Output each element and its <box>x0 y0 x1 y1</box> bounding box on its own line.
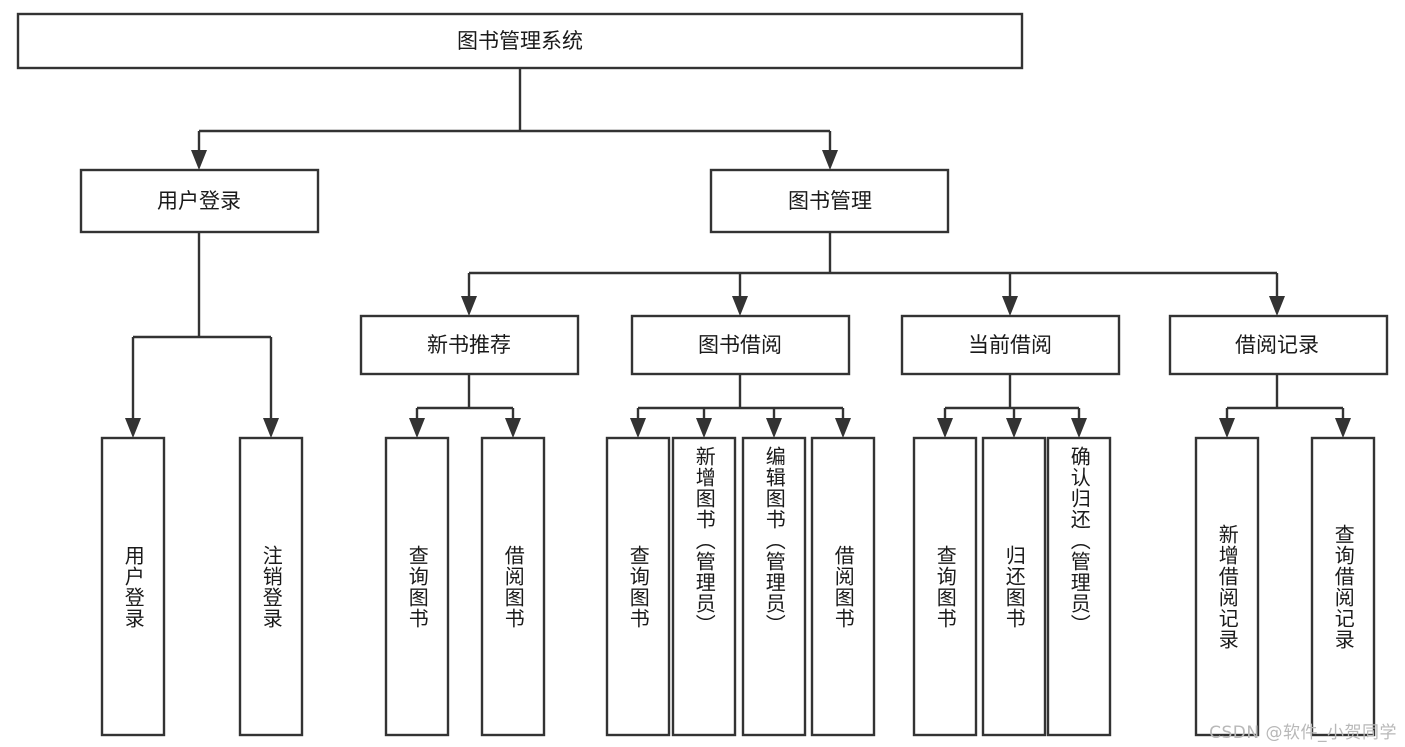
arrow-head-nb-leaf1 <box>409 418 425 438</box>
arrow-head-borrow <box>732 296 748 316</box>
leaf-box-br-add-record[interactable] <box>1194 436 1260 737</box>
arrow-head-current <box>1002 296 1018 316</box>
node-new-book-box[interactable] <box>359 314 580 376</box>
node-borrow-record-box[interactable] <box>1168 314 1389 376</box>
leaf-box-logout[interactable] <box>238 436 304 737</box>
leaf-box-bb-edit-book[interactable] <box>741 436 807 737</box>
leaf-box-cb-query-book[interactable] <box>912 436 978 737</box>
arrow-head-br-leaf1 <box>1219 418 1235 438</box>
arrow-head-cb-leaf3 <box>1071 418 1087 438</box>
leaf-box-bb-query-book[interactable] <box>605 436 671 737</box>
arrow-head-bb-leaf1 <box>630 418 646 438</box>
leaf-box-nb-query-book[interactable] <box>384 436 450 737</box>
node-current-borrow-label: 当前借阅 <box>968 333 1052 357</box>
leaf-box-nb-borrow-book[interactable] <box>480 436 546 737</box>
node-root-box[interactable] <box>16 12 1024 70</box>
arrow-head-bb-leaf3 <box>766 418 782 438</box>
node-book-manage-label: 图书管理 <box>788 189 872 213</box>
arrow-head-nb-leaf2 <box>505 418 521 438</box>
node-borrow-record-label: 借阅记录 <box>1235 333 1319 357</box>
leaf-box-bb-borrow-book[interactable] <box>810 436 876 737</box>
node-new-book-label: 新书推荐 <box>427 333 511 357</box>
arrow-head-leaf-user-login <box>125 418 141 438</box>
leaf-box-user-login[interactable] <box>100 436 166 737</box>
leaf-box-cb-confirm-return[interactable] <box>1046 436 1112 737</box>
arrow-head-cb-leaf1 <box>937 418 953 438</box>
arrow-head-bb-leaf2 <box>696 418 712 438</box>
arrow-head-record <box>1269 296 1285 316</box>
arrow-head-new-book <box>461 296 477 316</box>
arrow-head-leaf-logout <box>263 418 279 438</box>
leaf-box-bb-add-book[interactable] <box>671 436 737 737</box>
leaf-box-br-query-record[interactable] <box>1310 436 1376 737</box>
arrow-head-bb-leaf4 <box>835 418 851 438</box>
arrow-head-cb-leaf2 <box>1006 418 1022 438</box>
node-user-login-label: 用户登录 <box>157 189 241 213</box>
node-book-manage-box[interactable] <box>709 168 950 234</box>
node-user-login-box[interactable] <box>79 168 320 234</box>
arrow-head-br-leaf2 <box>1335 418 1351 438</box>
node-book-borrow-box[interactable] <box>630 314 851 376</box>
arrow-head-book-manage <box>822 150 838 170</box>
node-root-label: 图书管理系统 <box>457 29 583 53</box>
node-book-borrow-label: 图书借阅 <box>698 333 782 357</box>
leaf-box-cb-return-book[interactable] <box>981 436 1047 737</box>
arrow-head-user-login <box>191 150 207 170</box>
node-current-borrow-box[interactable] <box>900 314 1121 376</box>
csdn-watermark: CSDN @软件_小贺同学 <box>1209 723 1397 743</box>
